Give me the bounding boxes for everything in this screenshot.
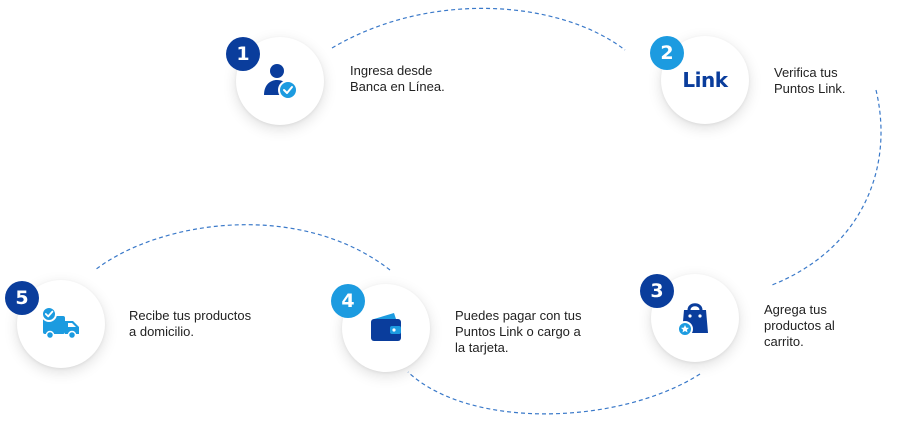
shopping-bag-star-icon [677,303,708,337]
wallet-icon [371,313,401,341]
delivery-truck-check-icon [41,306,79,340]
step-1-badge: 1 [226,37,260,71]
step-1-label: Ingresa desde Banca en Línea. [350,63,445,94]
step-4-label: Puedes pagar con tus Puntos Link o cargo… [455,308,582,355]
step-2-badge: 2 [650,36,684,70]
user-check-icon [264,64,298,100]
step-3-badge: 3 [640,274,674,308]
step-2-label: Verifica tus Puntos Link. [774,65,846,96]
step-3-label: Agrega tus productos al carrito. [764,302,835,349]
step-4-badge: 4 [331,284,365,318]
step-5-label: Recibe tus productos a domicilio. [129,308,252,339]
link-logo: Link [682,68,728,92]
step-5-badge: 5 [5,281,39,315]
